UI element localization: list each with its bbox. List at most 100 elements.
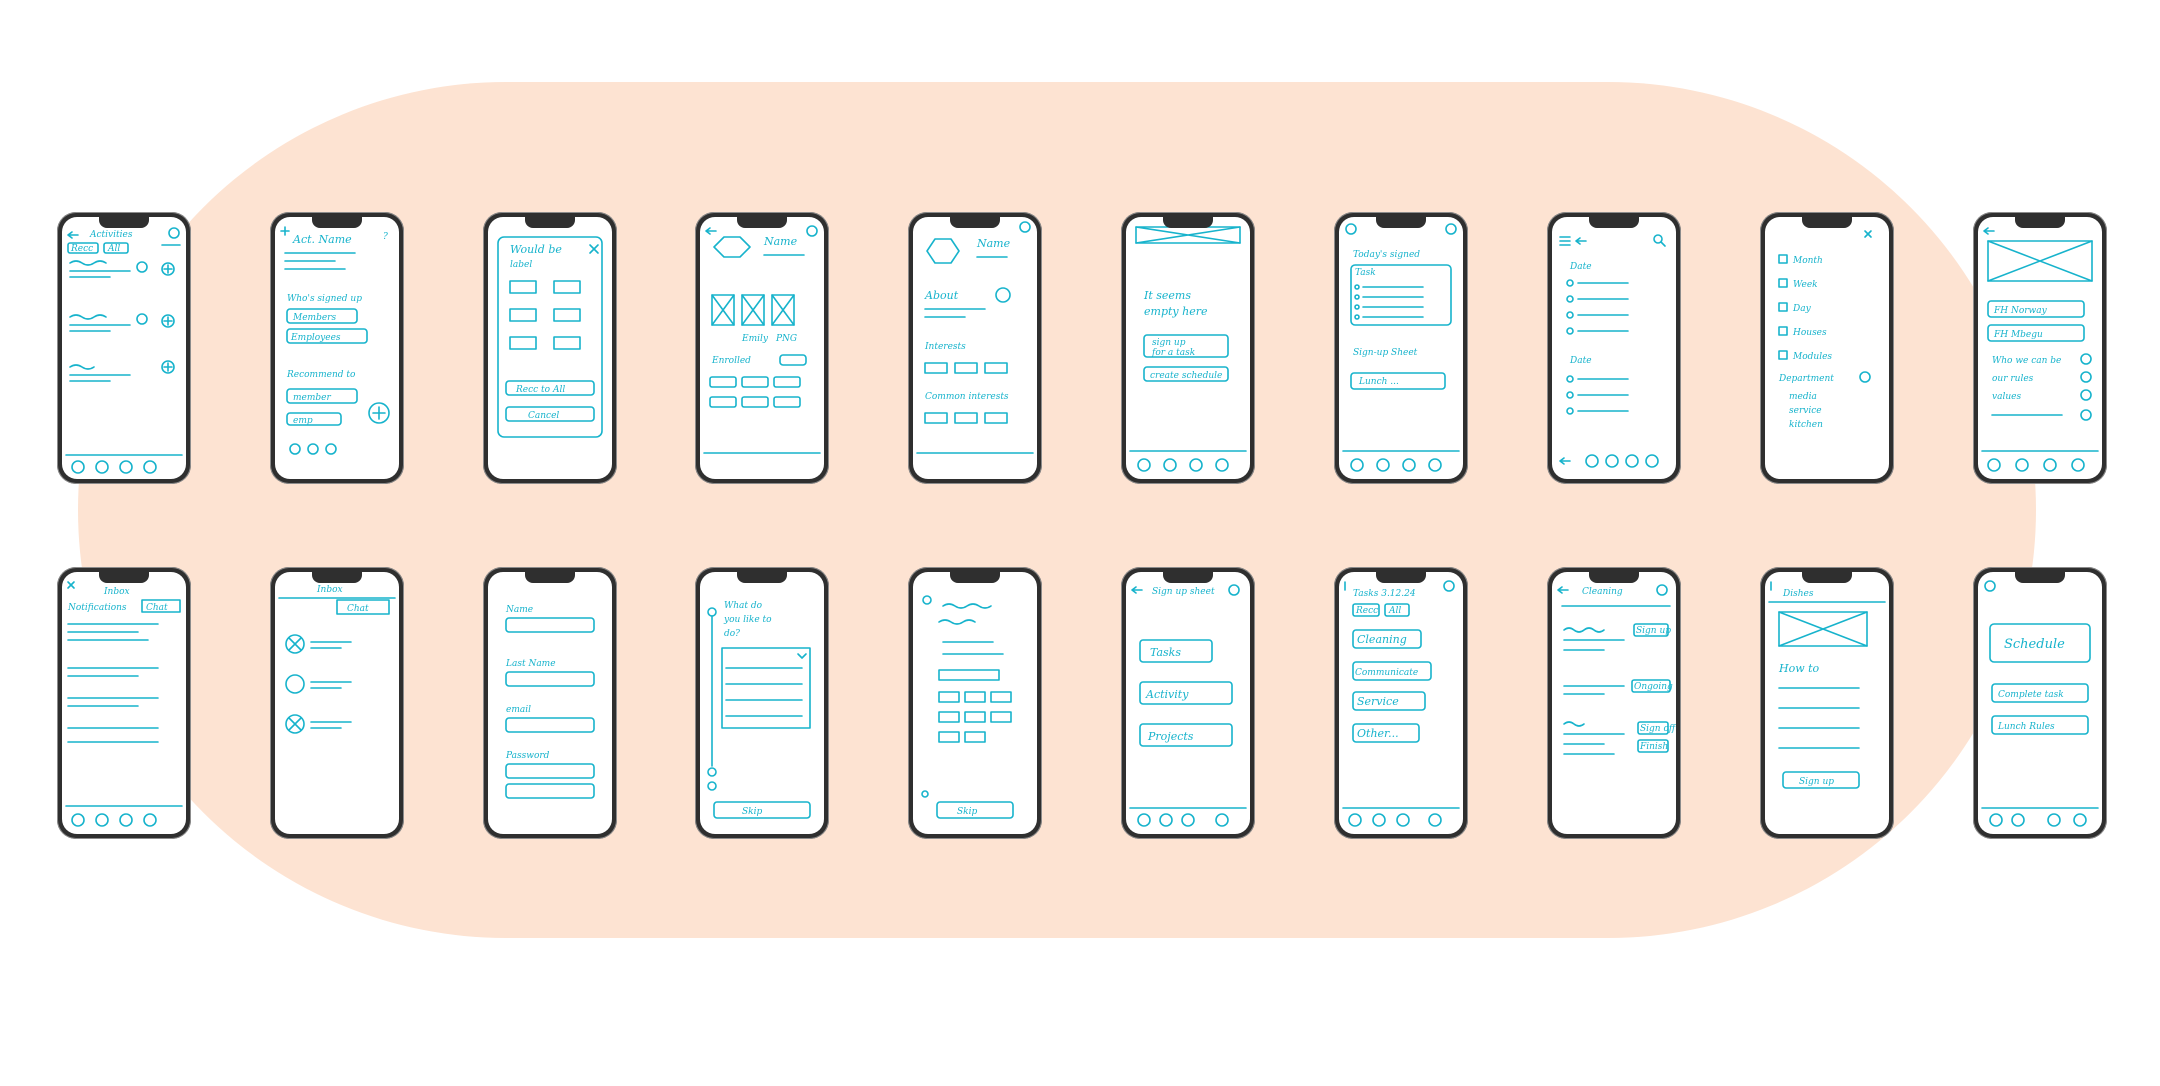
sketch-stroke xyxy=(938,669,1000,681)
sketch-stroke xyxy=(1019,221,1031,233)
notch xyxy=(1802,572,1852,583)
phone-name-profile-grid: Name Emily PNG Enrolled xyxy=(695,212,829,484)
sketch-label: Week xyxy=(1793,280,1818,290)
sketch-label: Other... xyxy=(1357,727,1399,740)
sketch-stroke xyxy=(1215,458,1229,472)
sketch-stroke xyxy=(310,681,352,689)
phone-inbox: Inbox Notifications Chat xyxy=(57,567,191,839)
sketch-label: Password xyxy=(505,751,550,761)
sketch-stroke xyxy=(773,376,801,388)
sketch-stroke xyxy=(1163,458,1177,472)
sketch-stroke xyxy=(806,225,818,237)
sketch-stroke xyxy=(1563,733,1625,755)
sketch-stroke xyxy=(1566,295,1574,303)
sketch-stroke xyxy=(1577,282,1629,332)
sketch-stroke xyxy=(1215,813,1229,827)
sketch-stroke xyxy=(286,308,358,324)
hexagon-avatar xyxy=(713,236,751,258)
sketch-label: Skip xyxy=(957,807,977,817)
sketch-stroke xyxy=(2080,353,2092,365)
sketch-stroke xyxy=(1135,226,1241,244)
screen: Cleaning Sign up Ongoing Sign off Finish xyxy=(1552,572,1676,834)
sketch-stroke xyxy=(2071,458,2085,472)
sketch-label: FH Mbegu xyxy=(1993,330,2043,340)
sketch-label: label xyxy=(510,260,532,270)
sketch-stroke xyxy=(1228,584,1240,596)
sketch-label: Emily xyxy=(741,334,769,344)
sketch-stroke xyxy=(1428,458,1442,472)
sketch-stroke xyxy=(711,294,735,326)
sketch-stroke xyxy=(310,721,352,729)
screen: Today's signed Task Sign-up Sheet Lunch … xyxy=(1339,217,1463,479)
notch xyxy=(950,572,1000,583)
sketch-stroke xyxy=(1987,240,2093,282)
sketch-dishes-how-to: Dishes How to Sign up xyxy=(1768,581,1886,789)
sketch-stroke xyxy=(1445,223,1457,235)
sketch-stroke xyxy=(2015,458,2029,472)
sketch-signup-sheet-menu: Sign up sheet Tasks Activity Projects xyxy=(1129,584,1247,827)
sketch-stroke xyxy=(67,623,159,743)
notch xyxy=(1802,217,1852,228)
sketch-stroke xyxy=(1354,284,1360,290)
sketch-stroke xyxy=(286,328,368,344)
sketch-stroke xyxy=(163,264,173,274)
sketch-label: empty here xyxy=(1144,305,1208,318)
sketch-stroke xyxy=(2073,813,2087,827)
sketch-stroke xyxy=(1143,334,1229,358)
sketch-stroke xyxy=(1352,723,1420,743)
sketch-stroke xyxy=(1384,603,1410,617)
sketch-inbox-chat: Inbox Chat xyxy=(278,585,396,734)
sketch-stroke xyxy=(163,316,173,326)
phone-act-name: Act. Name ? Who's signed up Members Empl… xyxy=(270,212,404,484)
sketch-stroke xyxy=(325,443,337,455)
sketch-label: Enrolled xyxy=(711,356,751,366)
sketch-stroke xyxy=(69,374,131,382)
plus-icon xyxy=(280,226,290,236)
sketch-stroke xyxy=(771,294,795,326)
sketch-stroke xyxy=(921,790,929,798)
sketch-stroke xyxy=(1350,264,1452,326)
sketch-stroke xyxy=(307,443,319,455)
sketch-stroke xyxy=(709,396,737,408)
sketch-label: Communicate xyxy=(1355,668,1418,678)
sketch-stroke xyxy=(1778,302,1788,312)
back-arrow-icon xyxy=(1131,586,1143,594)
sketch-stroke xyxy=(2047,813,2061,827)
sketch-label: create schedule xyxy=(1150,371,1222,381)
sketch-signup-form: Name Last Name email Password xyxy=(505,605,595,799)
sketch-label: our rules xyxy=(1992,374,2034,384)
sketch-stroke xyxy=(553,280,581,294)
sketch-stroke xyxy=(1354,314,1360,320)
sketch-stroke xyxy=(922,595,932,605)
sketch-stroke xyxy=(95,460,109,474)
sketch-stroke xyxy=(2080,389,2092,401)
sketch-label: Recc to All xyxy=(515,385,565,395)
phone-schedule-home: Schedule Complete task Lunch Rules xyxy=(1973,567,2107,839)
sketch-recommend-dialog: Would be label Recc to All Cancel xyxy=(497,236,603,438)
sketch-stroke xyxy=(1991,683,2089,703)
hexagon-avatar xyxy=(926,238,960,264)
sketch-stroke xyxy=(163,362,173,372)
sketch-stroke xyxy=(1362,286,1424,318)
sketch-stroke xyxy=(741,294,765,326)
sketch-name-profile-grid: Name Emily PNG Enrolled xyxy=(703,225,821,454)
sketch-stroke xyxy=(336,599,390,615)
sketch-label: Who we can be xyxy=(1992,356,2061,366)
sketch-label: PNG xyxy=(775,334,797,344)
sketch-stroke xyxy=(1352,691,1426,711)
back-arrow-icon xyxy=(1575,237,1587,245)
sketch-todays-signed: Today's signed Task Sign-up Sheet Lunch … xyxy=(1342,223,1460,472)
sketch-stroke xyxy=(1778,254,1788,264)
sketch-stroke xyxy=(1625,454,1639,468)
sketch-label: Modules xyxy=(1792,352,1832,362)
sketch-stroke xyxy=(505,763,595,779)
sketch-stroke xyxy=(119,813,133,827)
sketch-stroke xyxy=(1987,324,2085,342)
sketch-label: you like to xyxy=(723,615,772,625)
sketch-label: emp xyxy=(293,416,313,426)
sketch-stroke xyxy=(1372,813,1386,827)
sketch-label: Sign up xyxy=(1636,626,1671,636)
sketch-label: Tasks xyxy=(1150,646,1181,659)
sketch-filter-options: Month Week Day Houses Modules Department… xyxy=(1778,230,1872,430)
sketch-label: Who's signed up xyxy=(287,294,362,304)
